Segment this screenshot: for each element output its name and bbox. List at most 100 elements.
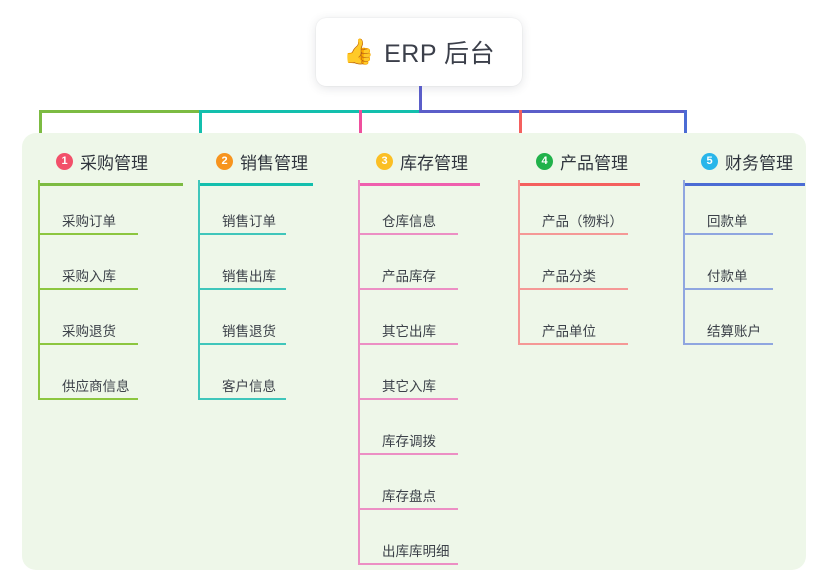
leaf-spine bbox=[38, 180, 40, 400]
branch-drop-line-5 bbox=[684, 110, 687, 148]
leaf-item[interactable]: 产品分类 bbox=[518, 235, 628, 290]
leaf-item-label: 产品库存 bbox=[382, 269, 436, 284]
leaf-item-label: 客户信息 bbox=[222, 379, 276, 394]
branch-header-rule bbox=[358, 183, 480, 186]
leaf-item-label: 库存调拨 bbox=[382, 434, 436, 449]
branch-header-rule bbox=[198, 183, 313, 186]
leaf-item-label: 产品单位 bbox=[542, 324, 596, 339]
leaf-item-label: 产品（物料） bbox=[542, 214, 623, 229]
leaf-item[interactable]: 销售退货 bbox=[198, 290, 286, 345]
leaf-item[interactable]: 采购退货 bbox=[38, 290, 138, 345]
leaf-item-rule bbox=[38, 288, 138, 290]
leaf-spine bbox=[198, 180, 200, 400]
thumbs-up-icon: 👍 bbox=[342, 37, 375, 66]
leaf-item-rule bbox=[198, 233, 286, 235]
branch-title: 库存管理 bbox=[400, 153, 468, 173]
leaf-item[interactable]: 产品库存 bbox=[358, 235, 458, 290]
leaf-item-rule bbox=[518, 288, 628, 290]
leaf-item-label: 库存盘点 bbox=[382, 489, 436, 504]
leaf-item-rule bbox=[358, 508, 458, 510]
leaf-item-rule bbox=[38, 233, 138, 235]
branch-title: 采购管理 bbox=[80, 153, 148, 173]
branch-title: 财务管理 bbox=[725, 153, 793, 173]
branches-panel bbox=[22, 133, 806, 570]
leaf-spine bbox=[518, 180, 520, 345]
branch-header-销售管理[interactable]: 2 销售管理 bbox=[198, 146, 308, 176]
branch-header-产品管理[interactable]: 4 产品管理 bbox=[518, 146, 628, 176]
branch-header-采购管理[interactable]: 1 采购管理 bbox=[38, 146, 148, 176]
leaf-item[interactable]: 采购入库 bbox=[38, 235, 138, 290]
leaf-item-rule bbox=[38, 398, 138, 400]
bus-segment-2 bbox=[199, 110, 422, 113]
leaf-item-label: 销售订单 bbox=[222, 214, 276, 229]
leaf-item-label: 供应商信息 bbox=[62, 379, 130, 394]
branch-header-财务管理[interactable]: 5 财务管理 bbox=[683, 146, 793, 176]
leaf-item-rule bbox=[358, 288, 458, 290]
leaf-item-label: 回款单 bbox=[707, 214, 748, 229]
branch-header-rule bbox=[518, 183, 640, 186]
leaf-item-label: 销售出库 bbox=[222, 269, 276, 284]
root-node-erp-backend[interactable]: 👍 ERP 后台 bbox=[316, 18, 522, 86]
leaf-spine bbox=[358, 180, 360, 565]
leaf-item[interactable]: 客户信息 bbox=[198, 345, 286, 400]
root-node-title: ERP 后台 bbox=[384, 40, 496, 68]
leaf-item-label: 产品分类 bbox=[542, 269, 596, 284]
leaf-item-label: 出库库明细 bbox=[382, 544, 450, 559]
leaf-item[interactable]: 其它出库 bbox=[358, 290, 458, 345]
leaf-spine bbox=[683, 180, 685, 345]
leaf-item-label: 结算账户 bbox=[707, 324, 761, 339]
leaf-item-rule bbox=[358, 563, 458, 565]
leaf-item-label: 其它出库 bbox=[382, 324, 436, 339]
leaf-item-label: 其它入库 bbox=[382, 379, 436, 394]
leaf-item-rule bbox=[358, 233, 458, 235]
branch-title: 销售管理 bbox=[240, 153, 308, 173]
leaf-item-rule bbox=[358, 398, 458, 400]
branch-title: 产品管理 bbox=[560, 153, 628, 173]
leaf-item[interactable]: 销售出库 bbox=[198, 235, 286, 290]
branch-header-rule bbox=[38, 183, 183, 186]
leaf-item[interactable]: 产品（物料） bbox=[518, 180, 628, 235]
leaf-item-rule bbox=[198, 343, 286, 345]
leaf-item[interactable]: 采购订单 bbox=[38, 180, 138, 235]
leaf-item-rule bbox=[358, 453, 458, 455]
branch-drop-line-4 bbox=[519, 110, 522, 148]
leaf-item-rule bbox=[198, 288, 286, 290]
leaf-item[interactable]: 库存盘点 bbox=[358, 455, 458, 510]
leaf-item[interactable]: 结算账户 bbox=[683, 290, 773, 345]
leaf-item[interactable]: 付款单 bbox=[683, 235, 773, 290]
leaf-item-label: 采购订单 bbox=[62, 214, 116, 229]
branch-number-badge: 2 bbox=[216, 152, 233, 170]
leaf-item[interactable]: 库存调拨 bbox=[358, 400, 458, 455]
bus-segment-1 bbox=[39, 110, 202, 113]
leaf-item-rule bbox=[38, 343, 138, 345]
leaf-item[interactable]: 产品单位 bbox=[518, 290, 628, 345]
leaf-item[interactable]: 仓库信息 bbox=[358, 180, 458, 235]
branch-drop-line-2 bbox=[199, 110, 202, 148]
branch-header-rule bbox=[683, 183, 805, 186]
branch-drop-line-3 bbox=[359, 110, 362, 148]
leaf-item-rule bbox=[198, 398, 286, 400]
leaf-item-label: 仓库信息 bbox=[382, 214, 436, 229]
leaf-item-rule bbox=[683, 233, 773, 235]
leaf-item-label: 采购退货 bbox=[62, 324, 116, 339]
leaf-item[interactable]: 出库库明细 bbox=[358, 510, 458, 565]
leaf-item-rule bbox=[683, 288, 773, 290]
leaf-item-label: 付款单 bbox=[707, 269, 748, 284]
leaf-item[interactable]: 回款单 bbox=[683, 180, 773, 235]
leaf-item-label: 销售退货 bbox=[222, 324, 276, 339]
leaf-item[interactable]: 其它入库 bbox=[358, 345, 458, 400]
branch-number-badge: 1 bbox=[56, 152, 73, 170]
leaf-item-rule bbox=[683, 343, 773, 345]
branch-number-badge: 5 bbox=[701, 152, 718, 170]
branch-drop-line-1 bbox=[39, 110, 42, 148]
leaf-item[interactable]: 供应商信息 bbox=[38, 345, 138, 400]
leaf-item[interactable]: 销售订单 bbox=[198, 180, 286, 235]
root-drop-line bbox=[419, 86, 422, 113]
branch-number-badge: 4 bbox=[536, 152, 553, 170]
leaf-item-rule bbox=[358, 343, 458, 345]
leaf-item-rule bbox=[518, 233, 628, 235]
bus-segment-3 bbox=[419, 110, 687, 113]
leaf-item-rule bbox=[518, 343, 628, 345]
